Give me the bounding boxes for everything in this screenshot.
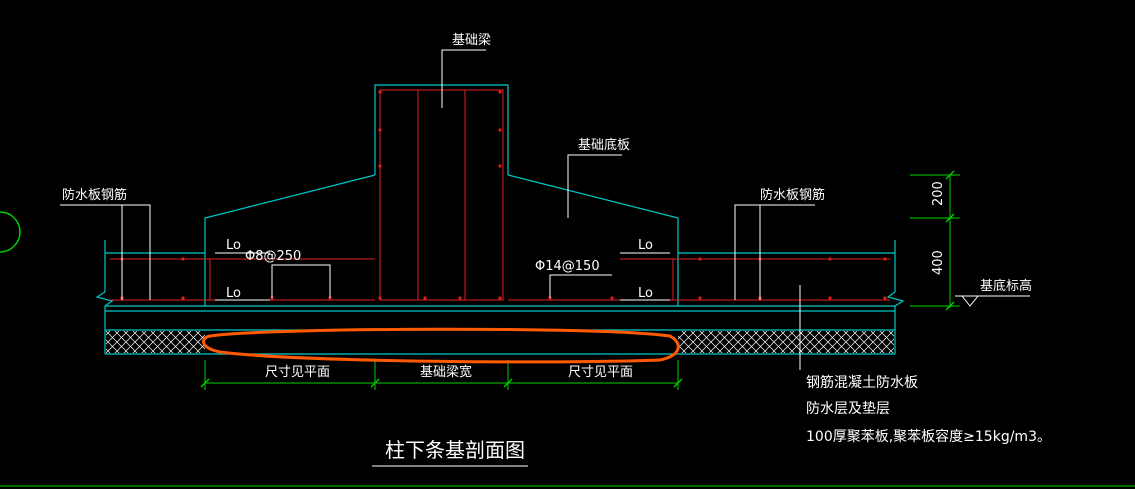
dimension-ticks — [200, 170, 955, 388]
dim-left: 尺寸见平面 — [265, 365, 330, 380]
break-symbol-left — [95, 291, 114, 354]
rebar-dots — [120, 90, 887, 300]
break-symbol-right — [886, 291, 905, 354]
label-rebar-phi14: Φ14@150 — [535, 259, 600, 274]
left-edge-marker — [0, 211, 21, 253]
elevation-marker — [955, 295, 1030, 307]
markup-ellipse — [202, 327, 680, 364]
label-lo-2: Lo — [226, 286, 241, 301]
drawing-title: 柱下条基剖面图 — [385, 438, 525, 462]
label-wp-rebar-right: 防水板钢筋 — [760, 187, 825, 203]
dimension-lines — [0, 174, 1135, 487]
dim-center: 基础梁宽 — [420, 364, 472, 380]
note-line-3: 100厚聚苯板,聚苯板容度≥15kg/m3。 — [806, 428, 1051, 445]
note-line-2: 防水层及垫层 — [806, 401, 890, 417]
label-base-elevation: 基底标高 — [980, 278, 1032, 294]
label-foundation-beam: 基础梁 — [452, 33, 491, 48]
label-foundation-slab: 基础底板 — [578, 137, 630, 153]
label-lo-1: Lo — [226, 238, 241, 253]
dim-200: 200 — [931, 181, 946, 206]
dim-right: 尺寸见平面 — [568, 365, 633, 380]
label-rebar-phi8: Φ8@250 — [245, 249, 301, 264]
dim-400: 400 — [931, 250, 946, 275]
rebar — [110, 89, 890, 301]
insulation-hatch-left — [106, 331, 205, 353]
label-lo-4: Lo — [638, 286, 653, 301]
leader-lines — [60, 49, 815, 370]
label-wp-rebar-left: 防水板钢筋 — [62, 187, 127, 203]
foundation-outline — [104, 84, 896, 355]
label-lo-3: Lo — [638, 238, 653, 253]
insulation-hatch-right — [678, 331, 894, 353]
note-line-1: 钢筋混凝土防水板 — [806, 374, 918, 391]
